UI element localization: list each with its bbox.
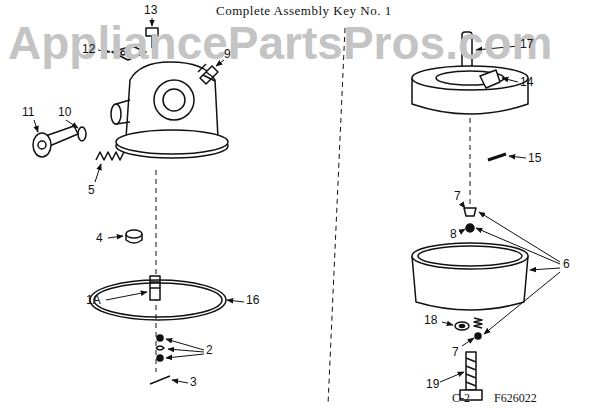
callout-number: 16: [246, 294, 259, 307]
callout-number: 19: [426, 378, 439, 391]
figure-code: C-2: [452, 392, 470, 405]
callout-number: 8: [450, 228, 457, 241]
callout-number: 6: [563, 258, 570, 271]
callout-number: 13: [144, 4, 157, 17]
callout-number: 18: [424, 314, 437, 327]
callout-number: 12: [82, 43, 95, 56]
callout-number: 1A: [86, 294, 101, 307]
callout-number: 5: [88, 184, 95, 197]
diagram-title: Complete Assembly Key No. 1: [216, 4, 392, 18]
figure-code: F626022: [494, 392, 537, 405]
callout-number: 17: [520, 38, 533, 51]
callout-number: 9: [224, 48, 231, 61]
callout-number: 11: [22, 106, 34, 119]
callout-number: 7: [454, 190, 461, 203]
callout-number: 4: [96, 232, 103, 245]
callout-number: 2: [206, 344, 213, 357]
callout-number: 15: [528, 152, 541, 165]
callout-number: 14: [520, 76, 533, 89]
callout-number: 10: [58, 106, 71, 119]
callout-number: 7: [452, 346, 459, 359]
callout-number: 3: [190, 376, 197, 389]
